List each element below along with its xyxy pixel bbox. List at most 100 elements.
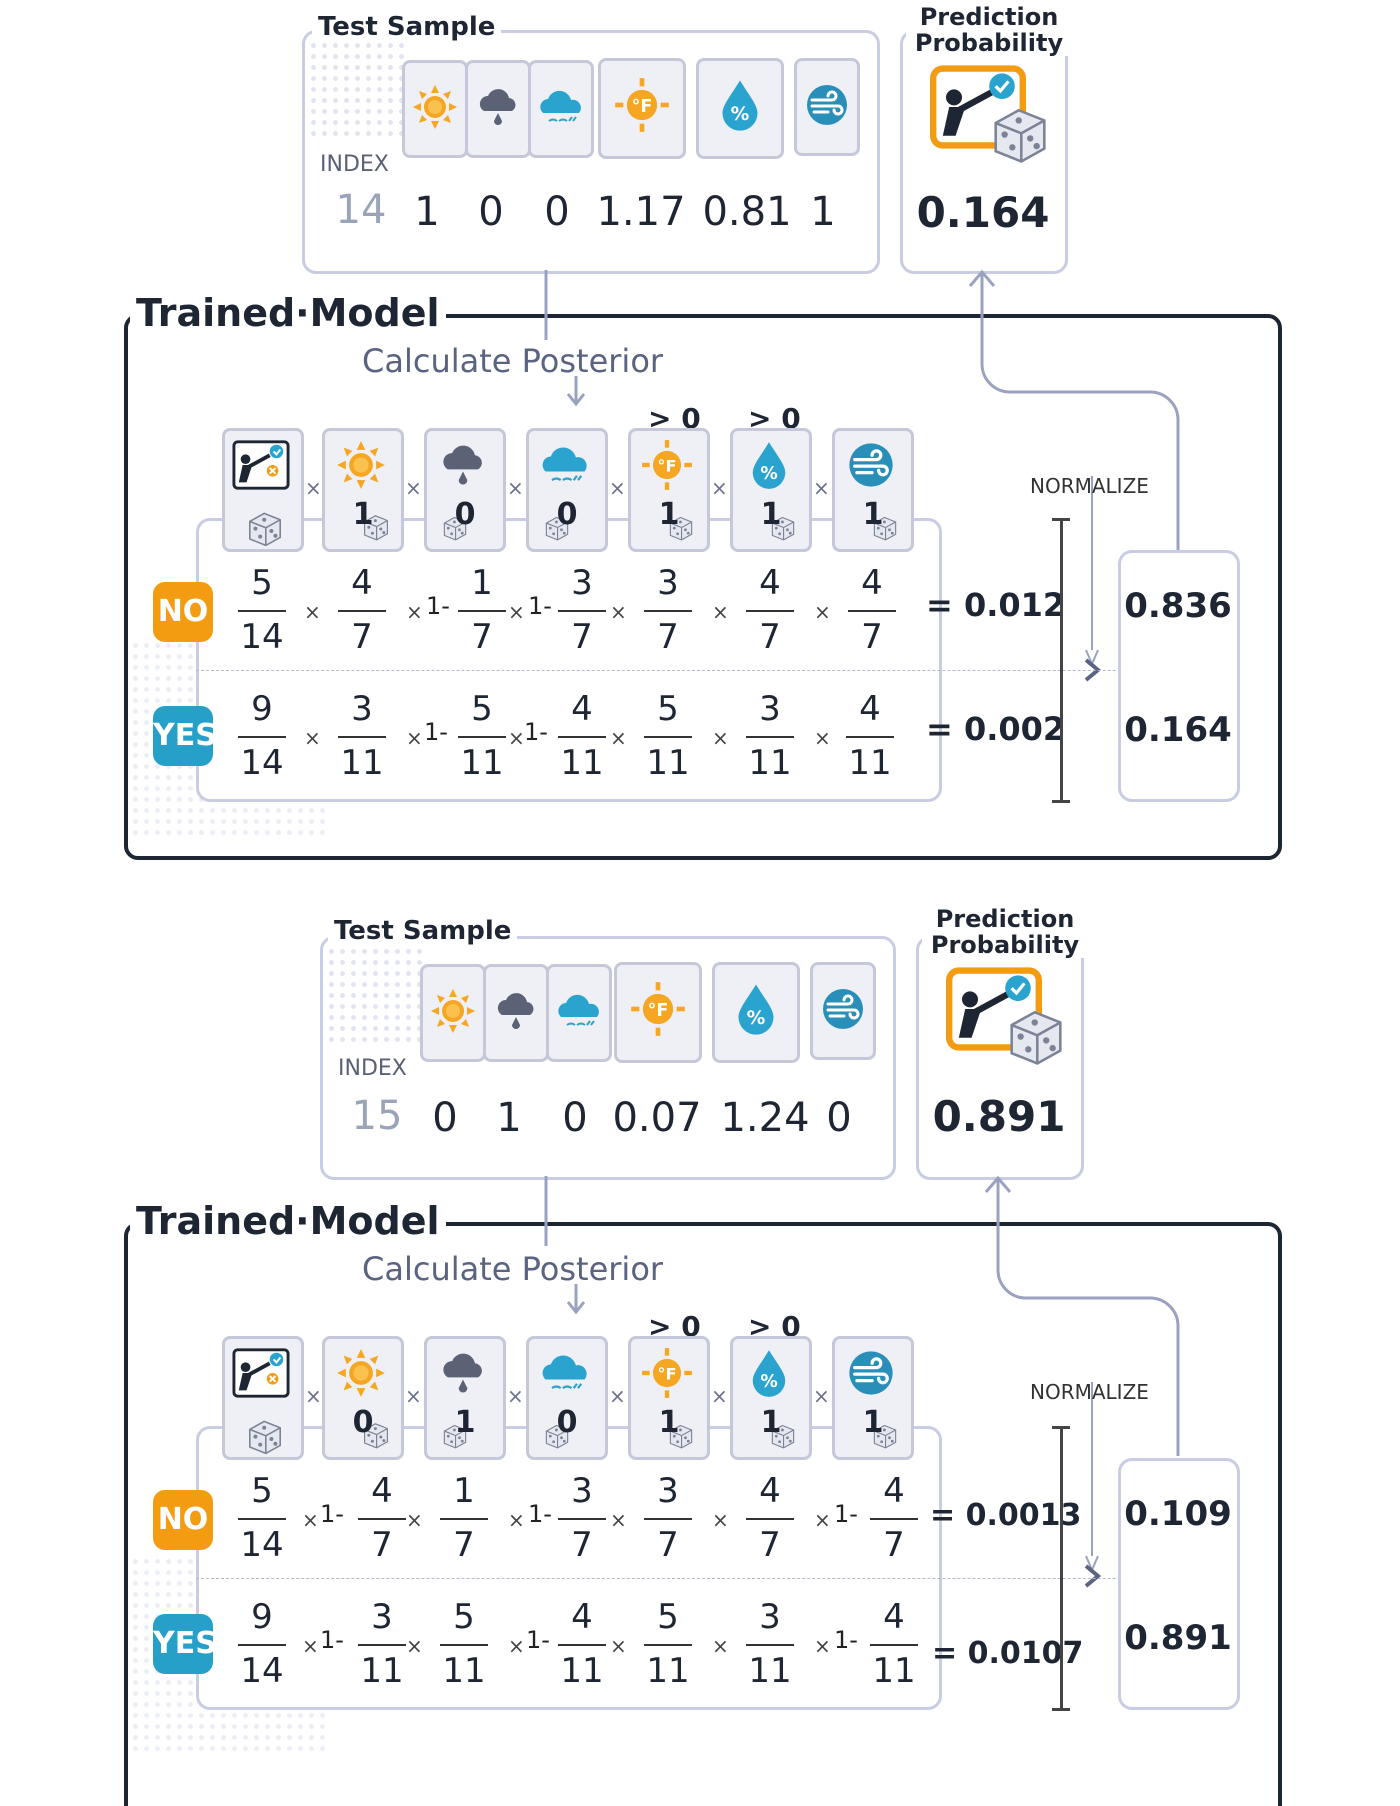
numerator: 3 [657,563,679,603]
panel-2: Test Sample INDEX 15 0 1 0 0.07 1.24 0 P… [0,906,1400,1806]
multiply-sign: × [406,1508,423,1532]
fraction-bar [746,736,794,738]
numerator: 4 [571,1597,593,1637]
fraction-bar [440,1644,488,1646]
normalized-no: 0.109 [1124,1494,1232,1534]
wind-icon [842,1347,900,1399]
denominator: 14 [240,1525,284,1565]
connector-lines [544,269,1180,682]
prediction-title: Prediction Probability [906,4,1072,56]
temperature-card [598,58,686,159]
test-sample-title: Test Sample [312,14,502,40]
numerator: 5 [471,689,493,729]
overcast-card [528,60,594,158]
target-card [222,1336,304,1460]
denominator: 11 [560,743,604,783]
fraction-bar [746,610,794,612]
multiply-sign: × [712,1508,729,1532]
row-divider [196,670,1236,671]
fraction-bar [238,610,286,612]
multiply-sign: × [712,1634,729,1658]
trained-model-frame [124,1222,1282,1806]
numerator: 5 [251,563,273,603]
wind-icon [842,439,900,491]
condition-value: 1 [760,497,782,532]
denominator: 7 [471,617,493,657]
prediction-title: Prediction Probability [922,906,1088,958]
yes-badge: YES [153,1614,217,1674]
no-badge: NO [153,582,213,642]
normalize-label: NORMALIZE [1030,474,1149,498]
fraction-bar [338,610,386,612]
numerator: 4 [571,689,593,729]
sample-value: 1 [414,189,440,235]
one-minus: 1- [424,718,448,746]
one-minus: 1- [320,1500,344,1528]
denominator: 7 [571,617,593,657]
humidity-icon [740,1347,798,1399]
denominator: 7 [861,617,883,657]
multiply-sign: × [508,1508,525,1532]
numerator: 1 [453,1471,475,1511]
denominator: 11 [646,743,690,783]
denominator: 11 [872,1651,916,1691]
normalized-box [1118,550,1240,802]
rain-card [483,964,549,1062]
trained-model-frame [124,314,1282,860]
one-minus: 1- [834,1626,858,1654]
sunny-card [402,60,468,158]
sample-value: 0 [544,189,570,235]
index-label: INDEX [320,152,389,177]
fraction-bar [558,736,606,738]
denominator: 7 [453,1525,475,1565]
temperature-card: 1 [628,428,710,552]
denominator: 7 [759,1525,781,1565]
multiply-sign: × [610,1634,627,1658]
wind-card: 1 [832,1336,914,1460]
normalize-label: NORMALIZE [1030,1380,1149,1404]
dot-pattern [308,40,408,140]
calculate-posterior-label: Calculate Posterior [358,342,668,380]
temperature-card: 1 [628,1336,710,1460]
numerator: 3 [351,689,373,729]
numerator: 5 [453,1597,475,1637]
prediction-title-line1: Prediction [919,3,1059,31]
condition-value: 0 [556,1405,578,1440]
sample-value: 1 [496,1095,522,1141]
fraction-bar [458,610,506,612]
denominator: 14 [240,743,284,783]
numerator: 9 [251,689,273,729]
fraction-bar [846,736,894,738]
humidity-card: 1 [730,1336,812,1460]
sunny-card: 1 [322,428,404,552]
multiply-sign: × [304,726,321,750]
numerator: 4 [351,563,373,603]
multiply-sign: × [813,476,830,500]
denominator: 11 [646,1651,690,1691]
numerator: 4 [861,563,883,603]
numerator: 4 [759,1471,781,1511]
prediction-title-line2: Probability [914,29,1064,57]
sample-value: 1.17 [596,189,686,235]
calculate-posterior-label: Calculate Posterior [358,1250,668,1288]
condition-value: 0 [352,1405,374,1440]
multiply-sign: × [610,600,627,624]
multiply-sign: × [711,476,728,500]
multiply-sign: × [508,1634,525,1658]
humidity-card [696,58,784,159]
denominator: 11 [360,1651,404,1691]
fraction-bar [558,1518,606,1520]
fraction-bar [746,1644,794,1646]
numerator: 4 [883,1597,905,1637]
humidity-card: 1 [730,428,812,552]
one-minus: 1- [834,1500,858,1528]
fraction-bar [458,736,506,738]
